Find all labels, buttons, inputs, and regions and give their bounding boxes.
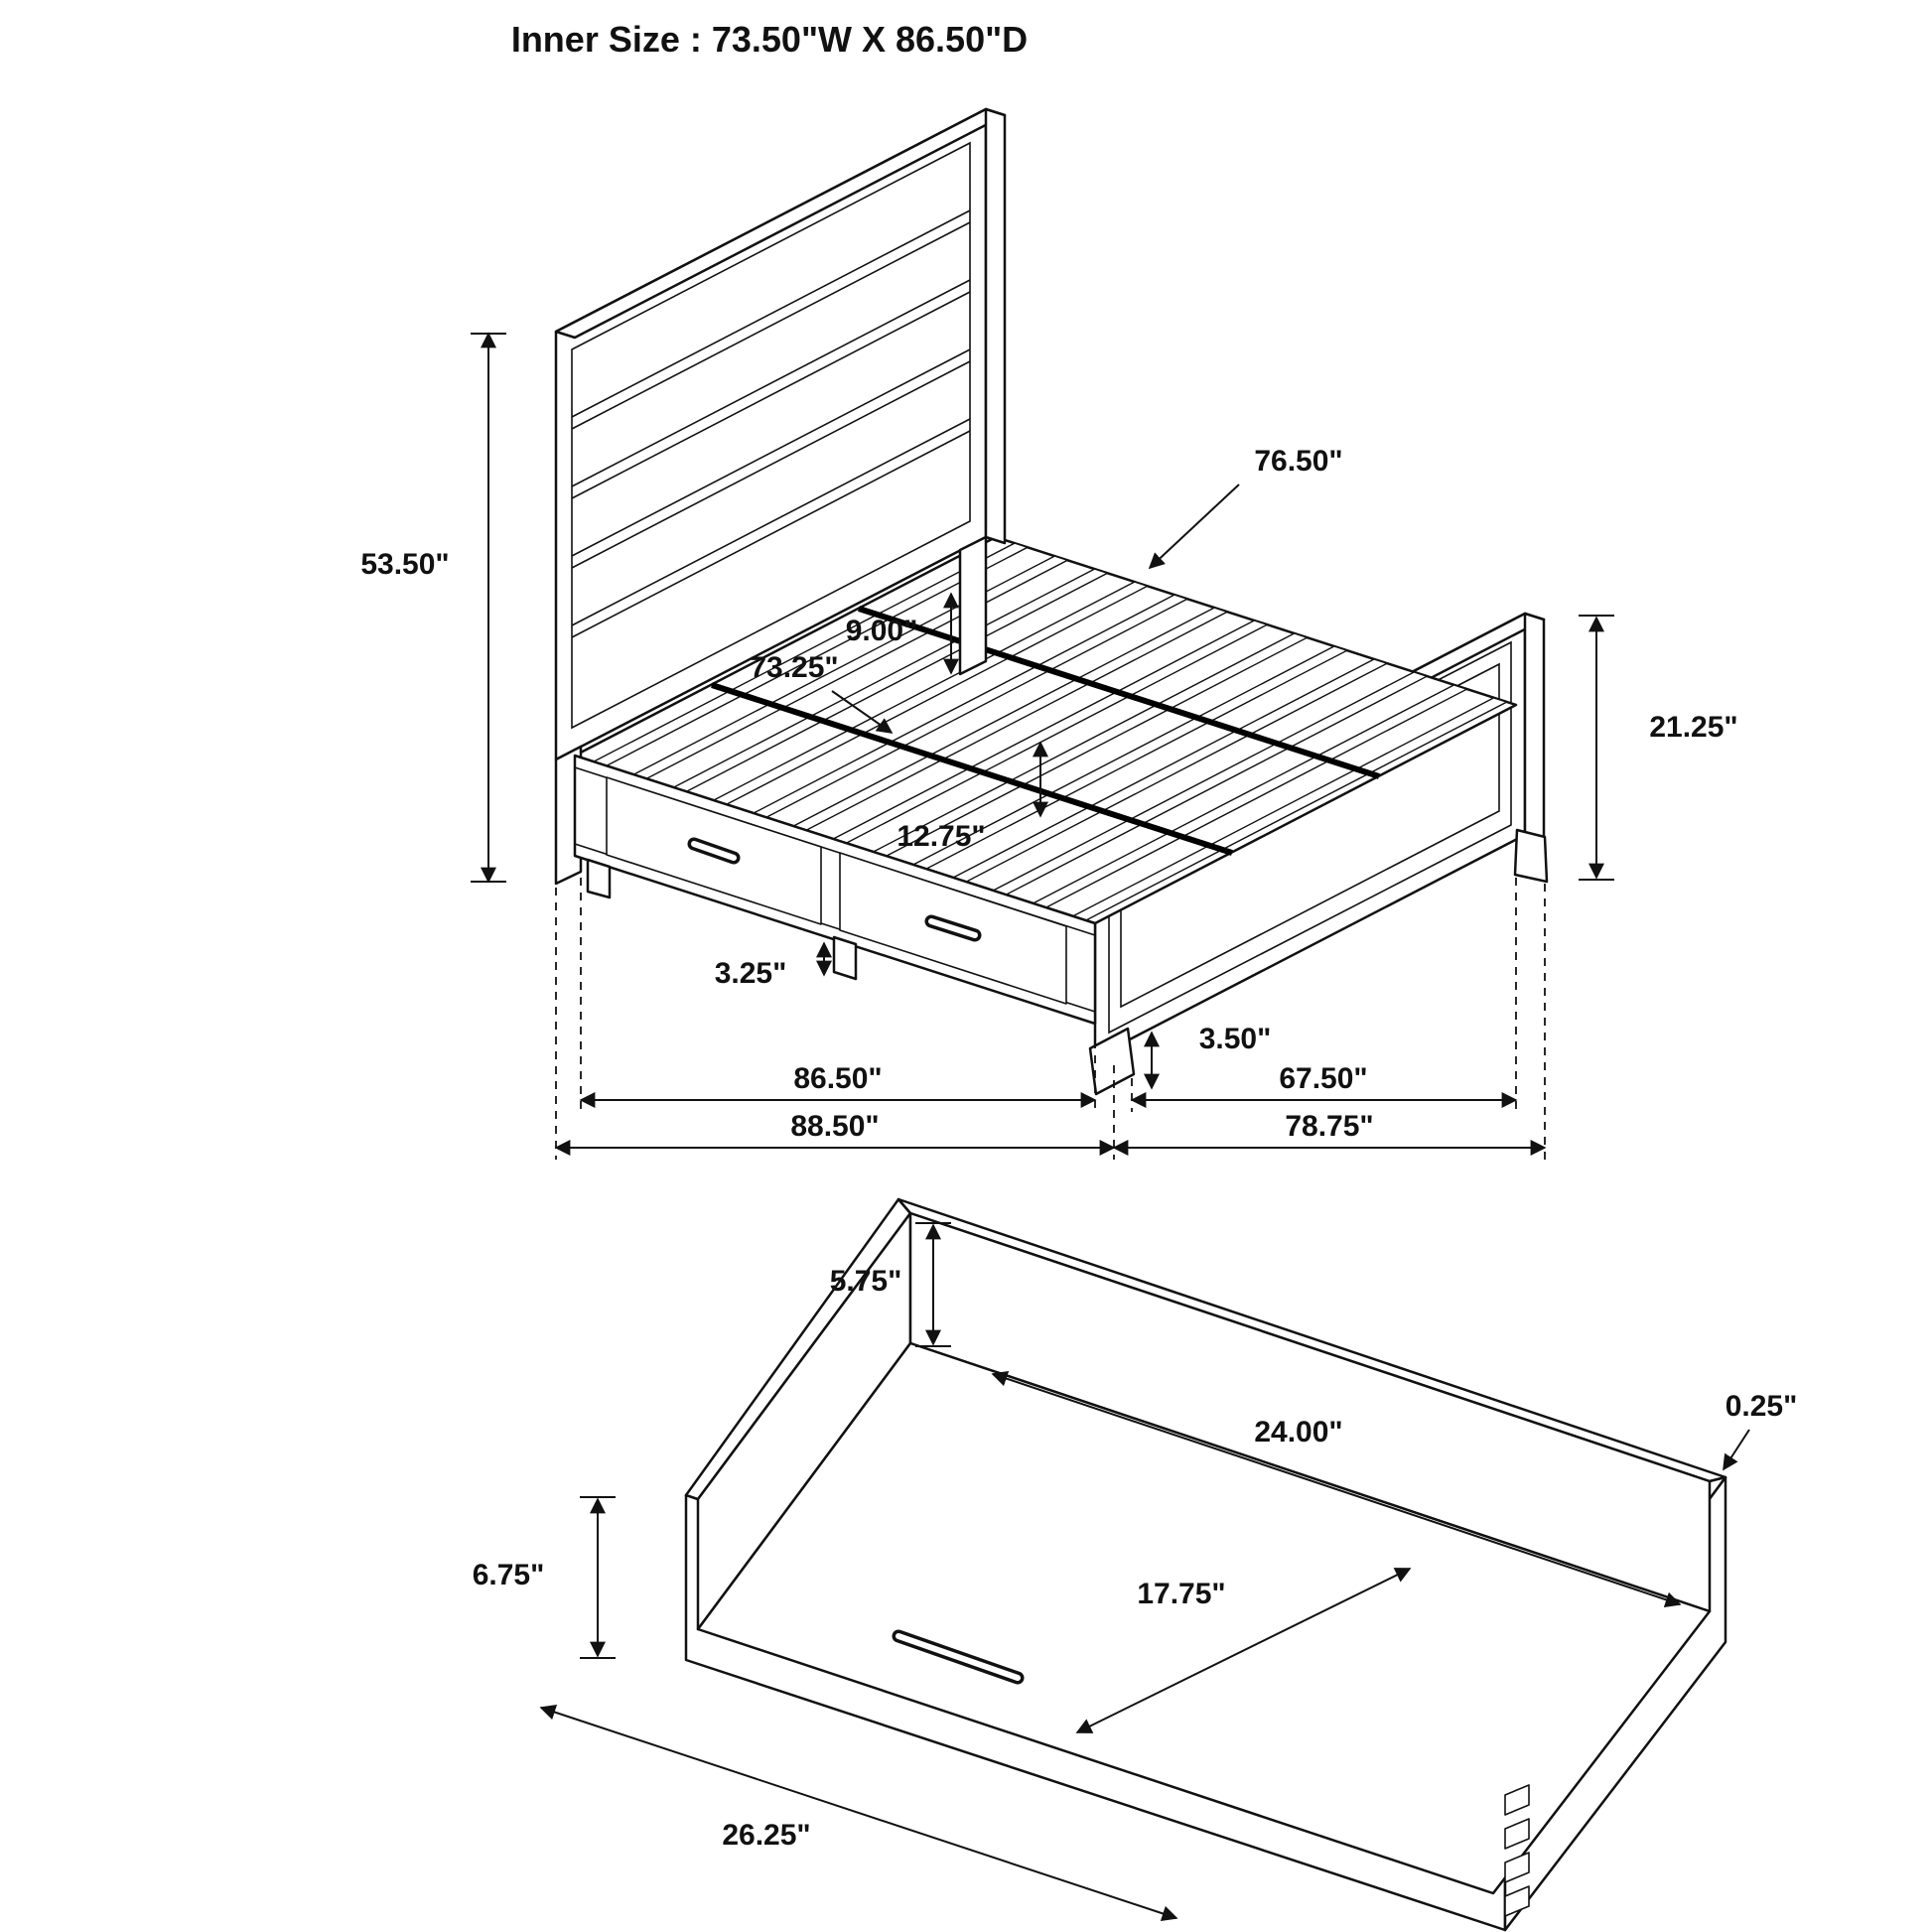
slat-length-label: 73.25" xyxy=(750,651,838,684)
slat-group xyxy=(592,542,1509,921)
drawer-inner-length-arrow xyxy=(991,1370,1682,1608)
outer-length-label: 88.50" xyxy=(790,1110,879,1143)
drawer-wall-thickness-leader xyxy=(1723,1429,1750,1471)
drawer-inner-length-label: 24.00" xyxy=(1254,1416,1342,1449)
inner-rail-length-label: 76.50" xyxy=(1254,445,1342,478)
drawer-front-height-label: 6.75" xyxy=(473,1559,545,1591)
footboard-side-edge xyxy=(1523,612,1546,843)
headboard-panel-border xyxy=(571,141,971,730)
center-support-rail-1 xyxy=(711,682,1233,856)
rail-middle-foot xyxy=(832,935,858,981)
center-support-label: 12.75" xyxy=(897,820,985,853)
footboard-height-label: 21.25" xyxy=(1649,711,1737,744)
headboard-side-edge xyxy=(984,107,1007,545)
inner-width-label: 67.50" xyxy=(1279,1062,1367,1095)
headboard-height-label: 53.50" xyxy=(360,548,449,581)
drawer-inner-depth-label: 5.75" xyxy=(830,1265,902,1298)
drawer-handle-2-inner xyxy=(928,918,978,938)
inner-length-label: 86.50" xyxy=(793,1062,882,1095)
drawer-front-width-arrow xyxy=(539,1704,1178,1922)
rail-left-foot xyxy=(586,858,612,899)
inner-rail-length-leader xyxy=(1148,483,1240,570)
rail-foot-label: 3.25" xyxy=(715,957,787,990)
bed-dimensions: 53.50" 9.00" 73.25" 76.50" 12.75" 21.25"… xyxy=(360,332,1738,1160)
footboard-right-foot xyxy=(1513,828,1549,884)
drawer-wall-thickness-label: 0.25" xyxy=(1725,1390,1798,1423)
drawer-pull-handle-inner xyxy=(896,1633,1021,1681)
headboard-slat-lines xyxy=(571,209,971,638)
drawer-dimensions: 5.75" 24.00" 0.25" 17.75" 26.25" 6.75" xyxy=(473,1222,1798,1922)
headboard-right-leg xyxy=(958,535,988,676)
footboard-left-foot xyxy=(1088,1027,1136,1096)
inner-size-title: Inner Size : 73.50"W X 86.50"D xyxy=(511,19,1028,60)
slat-deck xyxy=(573,535,1518,925)
storage-drawer xyxy=(684,1197,1727,1932)
slat-clearance-label: 9.00" xyxy=(846,615,918,647)
storage-rail xyxy=(573,754,1097,1026)
drawer-front-width-label: 26.25" xyxy=(722,1819,810,1852)
drawer-inner-width-label: 17.75" xyxy=(1137,1578,1225,1610)
outer-width-label: 78.75" xyxy=(1285,1110,1373,1143)
slat-length-leader xyxy=(831,690,894,734)
footboard-leg-label: 3.50" xyxy=(1199,1023,1272,1055)
drawer-handle-1-inner xyxy=(691,841,737,861)
dovetail-joints xyxy=(1504,1784,1530,1917)
headboard xyxy=(554,107,1007,886)
